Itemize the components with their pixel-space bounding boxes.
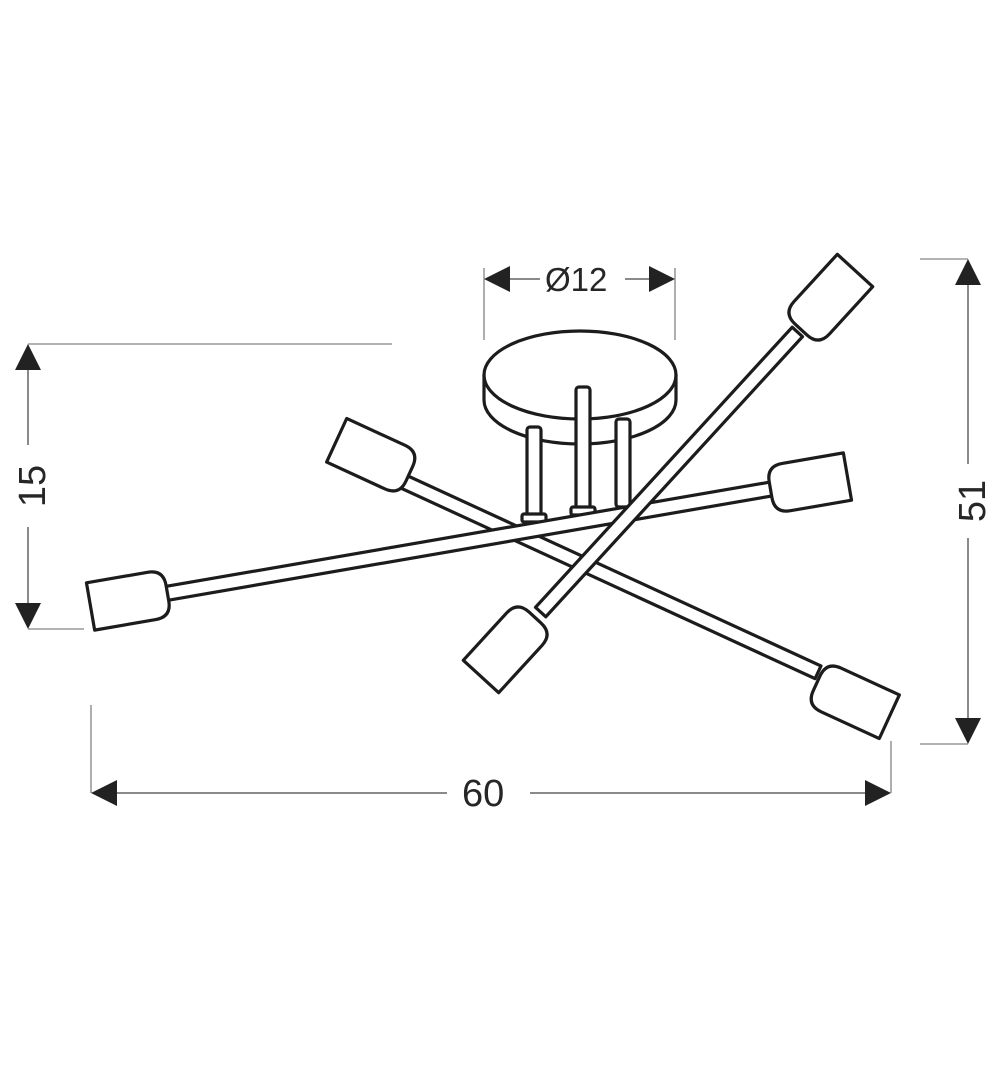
arm-near-horizontal — [161, 479, 779, 603]
canopy-diameter-label: Ø12 — [543, 261, 610, 298]
arrow-down-icon — [955, 718, 981, 744]
arrow-down-icon — [15, 603, 41, 629]
height-dimension — [15, 343, 392, 630]
arrow-left-icon — [91, 780, 117, 806]
width-label: 60 — [458, 775, 509, 813]
socket-right — [767, 451, 854, 513]
depth-dimension — [920, 258, 981, 745]
arrow-left-icon — [484, 266, 510, 292]
depth-label: 51 — [952, 475, 994, 527]
arrow-up-icon — [955, 259, 981, 285]
socket-upper-right — [787, 252, 875, 342]
socket-left — [84, 570, 171, 632]
arm-steep — [533, 325, 805, 619]
socket-upper-left — [325, 416, 417, 493]
arrow-up-icon — [15, 344, 41, 370]
socket-lower-right — [809, 664, 901, 741]
height-label: 15 — [12, 460, 54, 512]
arrow-right-icon — [649, 266, 675, 292]
socket-lower — [461, 605, 549, 695]
width-dimension — [90, 705, 892, 806]
lamp-body — [84, 252, 901, 741]
canopy-diameter-dimension — [483, 266, 676, 340]
arrow-right-icon — [865, 780, 891, 806]
